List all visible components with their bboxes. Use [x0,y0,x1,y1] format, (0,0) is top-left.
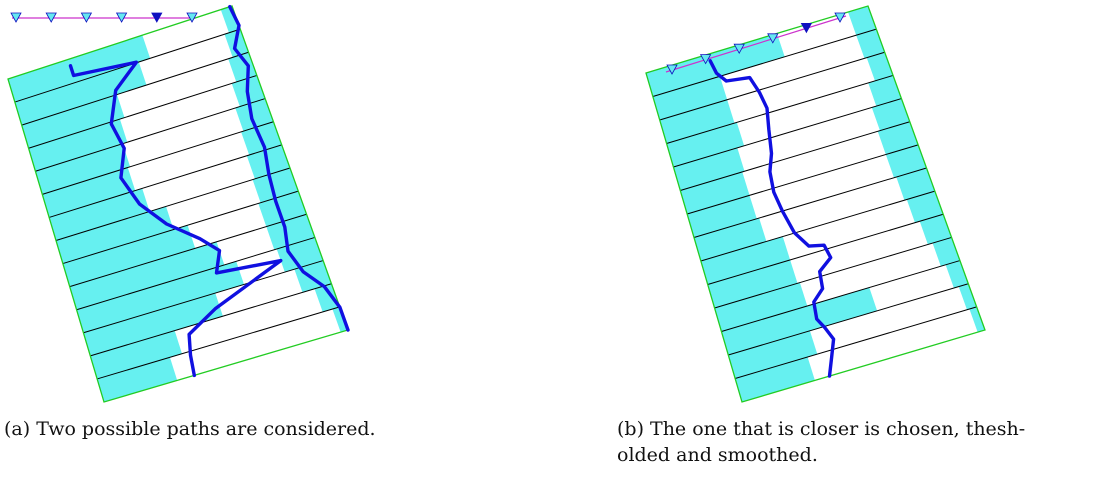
stripe-line [714,236,952,309]
band-fill-right [945,260,969,288]
panel-b-chosen-path [645,5,986,403]
stripe-line [686,144,919,215]
band-fill-right [856,29,885,59]
band-fill-left [680,171,750,214]
band-fill-left [652,76,728,120]
band-fill-right [969,306,985,333]
band-fill-right [885,144,927,178]
stripe-line [90,283,332,357]
band-fill-left [97,357,178,402]
stripe-line [76,236,316,311]
stripe-line [35,98,266,172]
band-fill-left [42,167,136,218]
band-fill-left [90,330,182,379]
marker-triangle-icon [834,12,846,23]
stripe-line [62,190,299,265]
marker-triangle-icon [80,12,93,23]
estimated-path [708,59,836,378]
band-fill-left [56,206,174,264]
band-fill-left [21,94,125,149]
stripe-line [700,190,936,262]
band-fill-right [906,191,944,223]
band-fill-right [958,283,977,310]
estimated-path [68,60,283,378]
band-fill-left [659,99,735,144]
stripe-line [55,167,291,241]
stripe-line [728,283,969,356]
panel-a-two-paths [7,4,350,403]
caption-b: (b) The one that is closer is chosen, th… [617,416,1037,468]
band-fill-left [666,122,745,167]
stripe-line [42,121,274,195]
band-fill-right [868,75,902,107]
band-fill-left [28,119,128,172]
band-fill-right [866,52,894,81]
band-fill-left [735,357,815,402]
band-fill-right [332,306,348,333]
band-fill-left [62,225,196,287]
band-fill-right [871,98,910,131]
stripe-line [735,306,977,379]
marker-triangle-icon [666,64,678,75]
band-fill-right [896,168,935,201]
band-fill-right [252,168,299,203]
stripe-line [97,306,340,380]
band-fill-left [69,241,225,310]
marker-track [665,15,847,73]
stripe-line [666,74,894,144]
band-fill-left [700,236,791,285]
band-fill-left [707,259,798,308]
band-fill-right [919,214,952,245]
band-fill-left [35,143,131,195]
band-fill-right [235,98,274,132]
marker-triangle-icon-highlighted [151,12,163,23]
stripe-line [28,74,258,149]
band-fill-left [687,195,757,238]
marker-triangle-icon [699,54,712,65]
band-fill-left [646,33,785,97]
band-fill-right [848,6,877,36]
stripe-line [83,260,324,334]
band-fill-right [228,52,257,82]
band-fill-left [8,35,151,103]
caption-b-text: (b) The one that is closer is chosen, th… [617,418,1026,466]
band-fill-left [721,287,878,355]
band-fill-left [714,282,808,332]
marker-triangle-icon-highlighted [800,22,813,34]
marker-triangle-icon [767,33,779,44]
marker-triangle-icon [733,43,745,55]
band-fill-left [14,62,147,126]
stripe-line [659,51,885,121]
stripe-line [69,213,307,288]
stripe-line [673,98,902,168]
stripe-line [48,144,282,218]
marker-triangle-icon [45,12,57,23]
stripe-line [693,167,927,238]
band-fill-left [694,218,767,261]
marker-triangle-icon [115,12,128,23]
band-fill-left [76,261,244,333]
marker-triangle-icon [186,12,198,23]
band-fill-left [728,330,818,379]
caption-a: (a) Two possible paths are considered. [4,418,376,440]
band-fill-left [83,293,223,356]
stripe-region-outline [645,5,986,403]
band-fill-right [877,121,919,155]
band-fill-right [220,6,241,33]
band-fill-left [673,147,745,191]
band-fill-left [49,188,150,241]
stripe-line [21,51,249,126]
estimated-path [228,4,350,332]
stripe-line [680,121,910,191]
stripe-line [652,28,877,97]
marker-triangle-icon [10,12,22,23]
band-fill-right [932,237,960,267]
stripe-line [721,260,961,332]
